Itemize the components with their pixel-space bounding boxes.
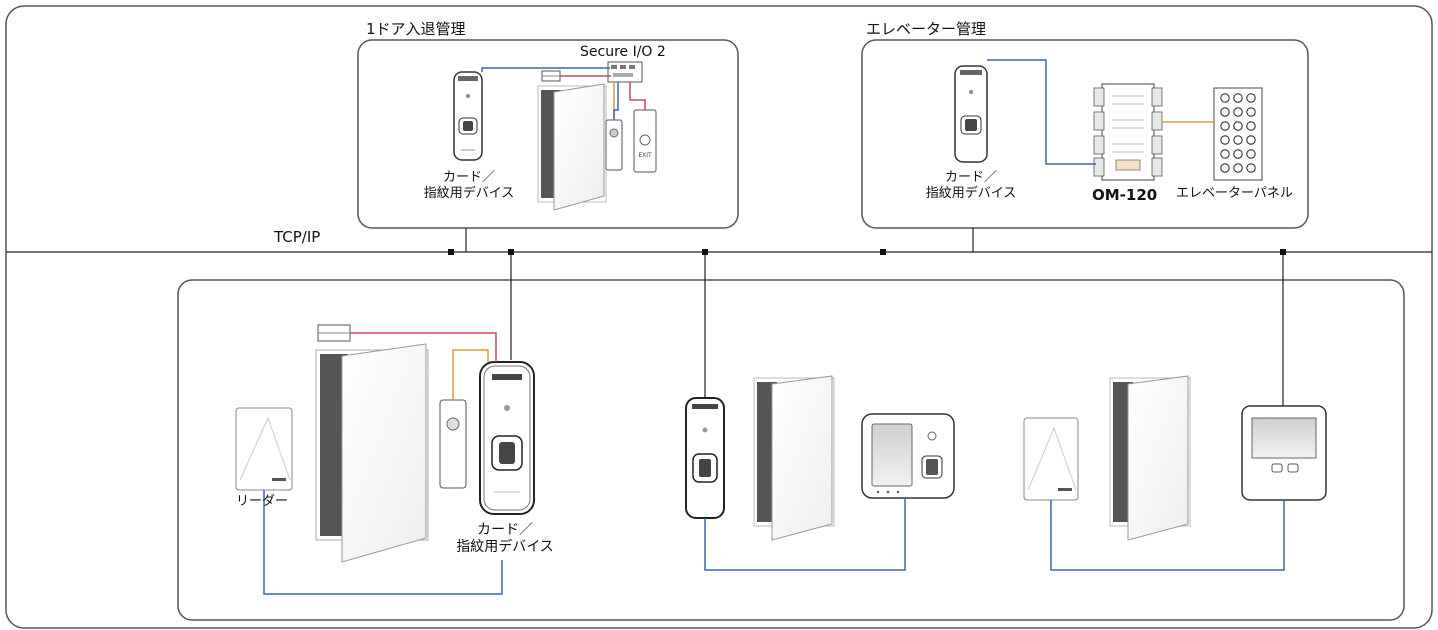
door-device-label-line2: 指紋用デバイス [423, 185, 515, 201]
elevator-floor-button [1220, 107, 1230, 117]
elevator-floor-button [1220, 135, 1230, 145]
secure-io-label: Secure I/O 2 [580, 44, 666, 60]
lower-device-group [177, 279, 1405, 621]
door-panel-sensor [605, 119, 623, 171]
door-panel-door [537, 83, 607, 211]
reader-label: リーダー [236, 494, 289, 509]
lower-door-sensor [439, 399, 467, 489]
elevator-device-label-line2: 指紋用デバイス [925, 185, 1017, 201]
lower-terminal-right [1241, 405, 1327, 501]
elevator-wiring [987, 59, 1214, 165]
door-panel-device-label: カード／ 指紋用デバイス [414, 170, 524, 201]
network-connections [465, 228, 1284, 406]
lower-device-label-line2: 指紋用デバイス [456, 538, 554, 555]
elevator-floor-button [1233, 107, 1243, 117]
network-node-markers [448, 249, 1286, 255]
door-panel-title: 1ドア入退管理 [366, 20, 466, 38]
elevator-floor-button [1233, 121, 1243, 131]
elevator-floor-button [1220, 149, 1230, 159]
elevator-floor-button [1233, 93, 1243, 103]
door-panel-fingerprint-device [453, 71, 483, 161]
elevator-floor-button [1233, 135, 1243, 145]
elevator-floor-button [1220, 121, 1230, 131]
tcpip-label: TCP/IP [274, 228, 321, 246]
elevator-floor-button [1246, 93, 1256, 103]
reader-device [235, 407, 293, 491]
elevator-button-panel [1213, 87, 1263, 181]
elevator-floor-button [1233, 163, 1243, 173]
om-120-module [1093, 83, 1163, 181]
lower-right-wiring [1050, 500, 1285, 571]
door-panel-wiring [481, 67, 646, 120]
lower-terminal-device [861, 413, 955, 499]
secure-io-module [607, 61, 643, 83]
lower-left-wiring [263, 332, 503, 595]
elevator-floor-button [1220, 163, 1230, 173]
elevator-floor-button [1233, 149, 1243, 159]
elevator-device-label-line1: カード／ [944, 170, 997, 185]
elevator-floor-button [1246, 107, 1256, 117]
door-panel-exit-button: EXIT [633, 109, 657, 173]
lower-door-right [1109, 375, 1191, 541]
lower-lock [317, 324, 351, 342]
lower-device-label: カード／ 指紋用デバイス [450, 522, 560, 556]
elevator-floor-button [1246, 135, 1256, 145]
lower-fingerprint-device-large [479, 361, 535, 515]
lower-door-middle [753, 375, 835, 541]
door-control-panel [357, 39, 739, 229]
elevator-device-label: カード／ 指紋用デバイス [916, 170, 1026, 201]
elevator-floor-button [1246, 163, 1256, 173]
om-120-label: OM-120 [1092, 186, 1158, 204]
elevator-panel-title: エレベーター管理 [866, 20, 987, 38]
outer-frame [5, 5, 1433, 629]
lower-middle-wiring [704, 498, 906, 571]
exit-button-label: EXIT [638, 152, 652, 159]
lower-device-label-line1: カード／ [477, 522, 533, 538]
lower-door-left [315, 343, 429, 563]
door-panel-lock [541, 70, 561, 82]
elevator-floor-button [1220, 93, 1230, 103]
elevator-floor-button [1246, 121, 1256, 131]
lower-fingerprint-device-middle [685, 397, 725, 519]
elevator-panel-label: エレベーターパネル [1176, 186, 1293, 201]
elevator-control-panel [861, 39, 1309, 229]
lower-reader-right [1023, 417, 1079, 501]
elevator-floor-button [1246, 149, 1256, 159]
door-device-label-line1: カード／ [442, 170, 495, 185]
elevator-fingerprint-device [954, 65, 988, 163]
